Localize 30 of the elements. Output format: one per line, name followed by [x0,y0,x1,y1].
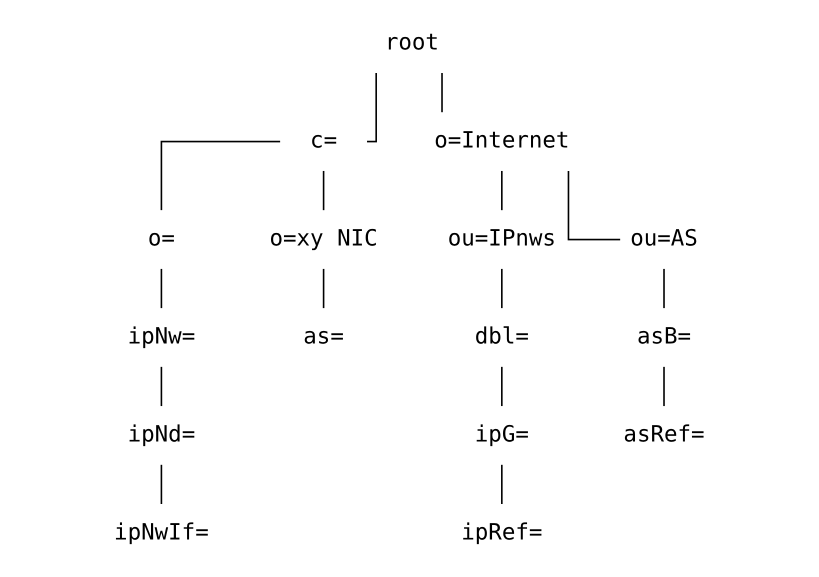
node-text: asB= [636,323,692,350]
connector [663,268,665,308]
node-text: ipNwIf= [114,519,209,546]
connector [568,170,620,240]
connector [160,268,162,308]
node-text: c= [310,128,338,154]
connector [322,170,324,210]
node-text: ipNd= [128,421,196,448]
connector [501,464,503,504]
connector [322,268,324,308]
connector [160,464,162,504]
connector [160,366,162,406]
node-text: root [384,30,439,56]
connector [441,73,443,112]
node-text: ou=IPnws [448,225,556,252]
connector [501,366,503,406]
node-text: ipRef= [461,519,542,546]
node-text: o=Internet [434,128,570,154]
connector [501,268,503,308]
node-text: dbl= [474,323,529,350]
node-text: o= [148,225,175,252]
connector [501,170,503,210]
node-text: as= [303,323,344,350]
node-text: ipG= [474,421,529,448]
node-text: ipNw= [128,323,196,350]
node-text: asRef= [623,421,705,448]
connector [663,366,665,406]
node-text: ou=AS [630,225,698,252]
connector [160,140,280,210]
node-text: o=xy NIC [269,225,378,252]
